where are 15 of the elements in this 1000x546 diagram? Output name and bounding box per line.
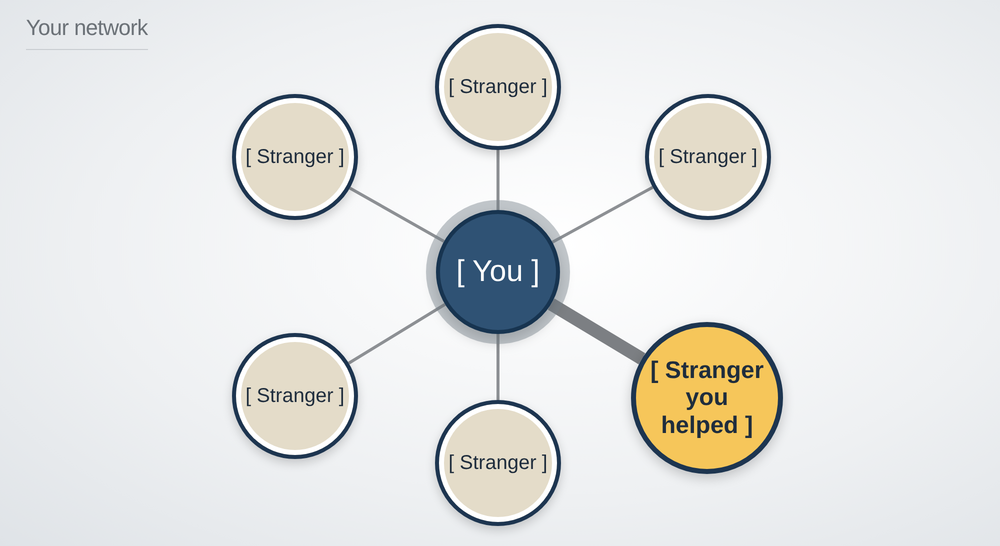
node-label: [ Stranger ] — [448, 76, 548, 98]
title: Your network — [26, 15, 148, 50]
connector-line — [496, 334, 500, 400]
thick-connector-line — [548, 298, 646, 364]
node-label: [ Stranger ] — [246, 384, 344, 408]
node-label: [ Stranger you helped ] — [649, 356, 765, 440]
center-circle — [436, 210, 560, 334]
node-label: [ Stranger ] — [448, 452, 548, 474]
connector-line — [348, 303, 446, 364]
connector-line — [349, 186, 445, 243]
connector-line — [552, 186, 654, 244]
node-label: [ Stranger ] — [246, 146, 344, 168]
connector-line — [496, 150, 500, 210]
node-label: [ You ] — [456, 254, 540, 290]
node-label: [ Stranger ] — [658, 146, 758, 168]
